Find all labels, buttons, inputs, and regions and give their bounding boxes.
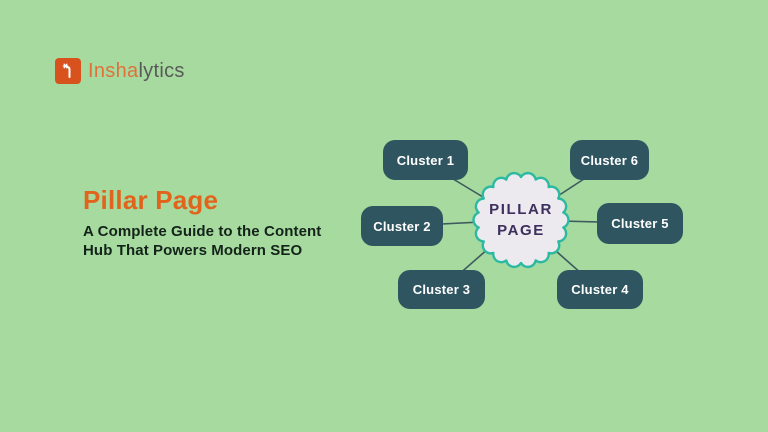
cluster-node-1: Cluster 1: [383, 140, 468, 180]
cluster-node-6: Cluster 6: [570, 140, 649, 180]
cluster-label: Cluster 5: [611, 216, 669, 231]
page-subtitle: A Complete Guide to the Content Hub That…: [83, 223, 322, 259]
cluster-node-4: Cluster 4: [557, 270, 643, 309]
pillar-badge-line2: PAGE: [497, 222, 545, 239]
pillar-badge-line1: PILLAR: [489, 201, 553, 218]
cluster-node-5: Cluster 5: [597, 203, 683, 244]
cluster-label: Cluster 3: [412, 282, 471, 297]
cluster-node-3: Cluster 3: [398, 270, 485, 309]
brand-name: Inshalytics: [88, 60, 185, 83]
brand-logo: Inshalytics: [55, 58, 185, 84]
brand-name-rest: lytics: [138, 59, 185, 82]
logo-mark: [55, 58, 81, 84]
headline-block: Pillar Page A Complete Guide to the Cont…: [83, 186, 363, 260]
sprout-icon: [62, 63, 71, 78]
pillar-badge-label: PILLAR PAGE: [461, 190, 581, 250]
pillar-badge-seal: [472, 171, 570, 269]
cluster-label: Cluster 6: [580, 152, 639, 168]
cluster-label: Cluster 2: [373, 218, 431, 234]
page-title: Pillar Page: [83, 185, 219, 215]
cluster-label: Cluster 4: [571, 282, 629, 297]
cluster-node-2: Cluster 2: [361, 206, 443, 246]
brand-name-first: Insha: [88, 59, 139, 82]
cluster-label: Cluster 1: [396, 152, 455, 168]
